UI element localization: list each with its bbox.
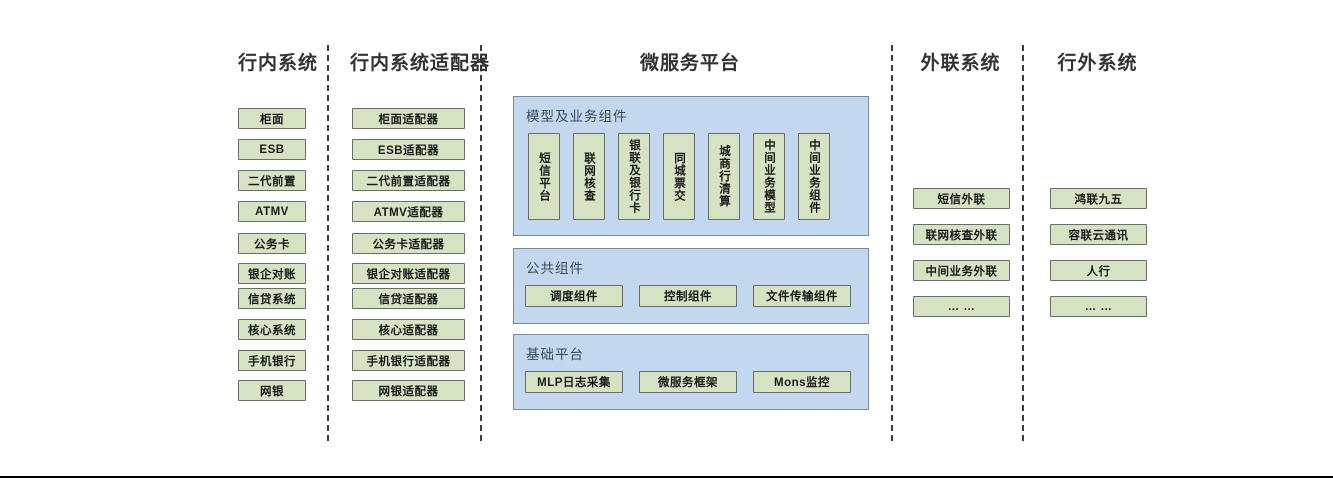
node-inbank-3[interactable]: ATMV (238, 201, 306, 222)
node-inbank-adapter-9[interactable]: 网银适配器 (352, 380, 465, 401)
node-outbank-3[interactable]: … … (1050, 296, 1147, 317)
node-inbank-4[interactable]: 公务卡 (238, 233, 306, 254)
column-divider-2 (891, 45, 893, 441)
node-outbank-0[interactable]: 鸿联九五 (1050, 188, 1147, 209)
node-base-platform-0[interactable]: MLP日志采集 (525, 371, 623, 393)
column-divider-0 (327, 45, 329, 441)
node-inbank-0[interactable]: 柜面 (238, 108, 306, 129)
node-model-business-5[interactable]: 中间业务模型 (753, 133, 785, 220)
node-external-link-0[interactable]: 短信外联 (913, 188, 1010, 209)
node-inbank-1[interactable]: ESB (238, 139, 306, 160)
column-header-inbank: 行内系统 (238, 53, 319, 74)
node-inbank-adapter-3[interactable]: ATMV适配器 (352, 201, 465, 222)
node-inbank-adapter-1[interactable]: ESB适配器 (352, 139, 465, 160)
node-inbank-adapter-8[interactable]: 手机银行适配器 (352, 350, 465, 371)
node-inbank-adapter-0[interactable]: 柜面适配器 (352, 108, 465, 129)
node-inbank-5[interactable]: 银企对账 (238, 263, 306, 284)
node-inbank-adapter-2[interactable]: 二代前置适配器 (352, 170, 465, 191)
node-public-components-0[interactable]: 调度组件 (525, 285, 623, 307)
column-divider-3 (1022, 45, 1024, 441)
bottom-rule (0, 476, 1333, 478)
node-inbank-adapter-5[interactable]: 银企对账适配器 (352, 263, 465, 284)
column-header-platform: 微服务平台 (639, 53, 740, 74)
node-model-business-3[interactable]: 同城票交 (663, 133, 695, 220)
panel-title-model-business: 模型及业务组件 (526, 109, 628, 124)
node-inbank-adapter-4[interactable]: 公务卡适配器 (352, 233, 465, 254)
node-base-platform-1[interactable]: 微服务框架 (639, 371, 737, 393)
node-model-business-2[interactable]: 银联及银行卡 (618, 133, 650, 220)
node-inbank-6[interactable]: 信贷系统 (238, 288, 306, 309)
node-public-components-2[interactable]: 文件传输组件 (753, 285, 851, 307)
node-base-platform-2[interactable]: Mons监控 (753, 371, 851, 393)
node-model-business-1[interactable]: 联网核查 (573, 133, 605, 220)
node-external-link-1[interactable]: 联网核查外联 (913, 224, 1010, 245)
node-model-business-0[interactable]: 短信平台 (528, 133, 560, 220)
node-inbank-9[interactable]: 网银 (238, 380, 306, 401)
column-header-inbank-adapter: 行内系统适配器 (350, 53, 491, 74)
column-divider-1 (480, 45, 482, 441)
node-outbank-1[interactable]: 容联云通讯 (1050, 224, 1147, 245)
node-external-link-2[interactable]: 中间业务外联 (913, 260, 1010, 281)
node-model-business-4[interactable]: 城商行清算 (708, 133, 740, 220)
node-inbank-8[interactable]: 手机银行 (238, 350, 306, 371)
node-inbank-2[interactable]: 二代前置 (238, 170, 306, 191)
node-external-link-3[interactable]: … … (913, 296, 1010, 317)
node-inbank-adapter-7[interactable]: 核心适配器 (352, 319, 465, 340)
column-header-outbank: 行外系统 (1057, 53, 1138, 74)
panel-title-base-platform: 基础平台 (526, 347, 584, 362)
node-outbank-2[interactable]: 人行 (1050, 260, 1147, 281)
panel-title-public-components: 公共组件 (526, 261, 584, 276)
node-inbank-adapter-6[interactable]: 信贷适配器 (352, 288, 465, 309)
node-inbank-7[interactable]: 核心系统 (238, 319, 306, 340)
node-public-components-1[interactable]: 控制组件 (639, 285, 737, 307)
column-header-external-link: 外联系统 (920, 53, 1001, 74)
node-model-business-6[interactable]: 中间业务组件 (798, 133, 830, 220)
